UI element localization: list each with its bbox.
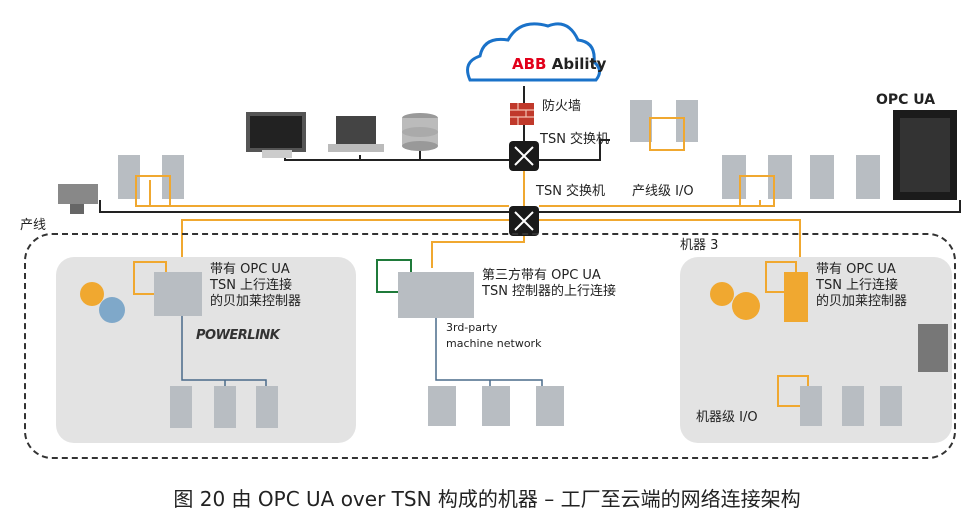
center-box-line: TSN 控制器的上行连接 — [482, 284, 617, 299]
center-box-label: 第三方带有 OPC UA TSN 控制器的上行连接 — [482, 268, 616, 300]
gear-icon — [80, 282, 125, 323]
line-left-devices — [58, 155, 184, 214]
left-machine-panel — [56, 257, 356, 443]
cloud-brand: ABB Ability — [512, 56, 606, 72]
right-controller — [784, 272, 808, 322]
right-box-label: 带有 OPC UA TSN 上行连接 的贝加莱控制器 — [816, 262, 907, 310]
ability-label: Ability — [551, 55, 607, 73]
production-line-label: 产线 — [20, 218, 47, 233]
center-box-line: 第三方带有 OPC UA — [482, 268, 601, 283]
third-party-controller — [398, 272, 474, 318]
tsn-switch-mid-icon — [509, 206, 539, 236]
third-party-io — [428, 386, 564, 426]
laptop-icon — [328, 116, 384, 152]
figure-caption: 图 20 由 OPC UA over TSN 构成的机器 – 工厂至云端的网络连… — [173, 487, 801, 511]
left-box-line: 带有 OPC UA — [210, 262, 290, 277]
tsn-switch-top-label: TSN 交换机 — [540, 132, 610, 147]
cloud-icon — [466, 22, 601, 82]
left-box-line: TSN 上行连接 — [210, 278, 293, 293]
left-io-modules — [170, 386, 278, 428]
ethernet-lines — [99, 86, 961, 213]
tsn-switch-mid-label: TSN 交换机 — [536, 184, 606, 199]
third-party-line: machine network — [446, 337, 542, 350]
left-box-line: 的贝加莱控制器 — [210, 294, 302, 309]
top-controller-group — [630, 100, 698, 151]
right-box-line: 带有 OPC UA — [816, 262, 896, 277]
right-hmi — [918, 324, 948, 372]
firewall-label: 防火墙 — [542, 99, 582, 114]
powerlink-logo: POWERLINK — [196, 328, 280, 343]
third-party-line: 3rd-party — [446, 321, 498, 334]
right-box-line: TSN 上行连接 — [816, 278, 899, 293]
machine-io-modules — [800, 386, 902, 426]
opcua-panel-icon — [893, 110, 957, 200]
workstation-icon — [246, 112, 306, 158]
server-icon — [402, 113, 438, 151]
line-io-label: 产线级 I/O — [632, 184, 694, 199]
right-box-line: 的贝加莱控制器 — [816, 294, 908, 309]
right-gear-icon — [710, 282, 760, 320]
firewall-icon — [510, 103, 534, 125]
line-io-devices — [722, 155, 880, 207]
machine-boundary — [24, 233, 956, 459]
left-controller — [154, 272, 202, 316]
third-party-label: 3rd-party machine network — [446, 320, 541, 352]
machine3-label: 机器 3 — [680, 238, 719, 253]
tsn-switch-top-icon — [509, 141, 539, 171]
machine-io-label: 机器级 I/O — [696, 410, 758, 425]
opcua-logo: OPC UA — [876, 92, 936, 108]
abb-logo: ABB — [512, 55, 547, 73]
left-box-label: 带有 OPC UA TSN 上行连接 的贝加莱控制器 — [210, 262, 301, 310]
